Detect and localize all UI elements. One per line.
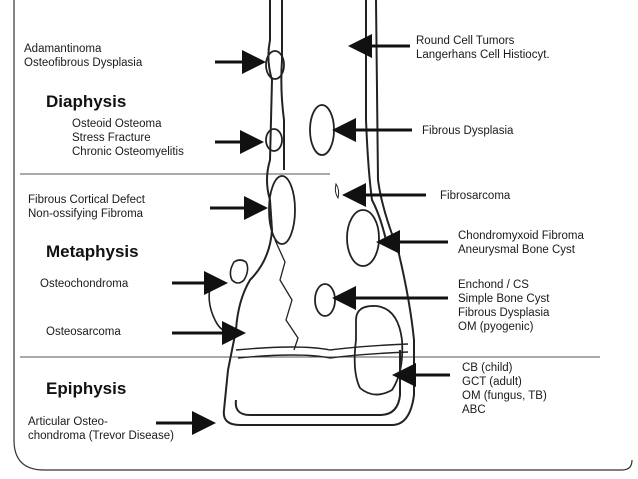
- label-line: chondroma (Trevor Disease): [28, 430, 174, 442]
- lesion-fibrous-dysplasia: [309, 104, 335, 156]
- zone-diaphysis: Diaphysis: [46, 92, 127, 111]
- label-line: Chondromyxoid Fibroma: [458, 230, 584, 242]
- label-fibrosarcoma: Fibrosarcoma: [440, 189, 510, 203]
- frame-border: [13, 0, 633, 471]
- label-line: Enchond / CS: [458, 279, 529, 291]
- label-fibrous-cortical: Fibrous Cortical Defect Non-ossifying Fi…: [28, 193, 145, 221]
- label-line: Articular Osteo-: [28, 416, 108, 428]
- label-line: Osteosarcoma: [46, 326, 121, 338]
- arrows: [156, 34, 450, 435]
- label-line: Simple Bone Cyst: [458, 293, 550, 305]
- label-chondromyxoid: Chondromyxoid Fibroma Aneurysmal Bone Cy…: [458, 229, 584, 257]
- lesion-epiphysis: [353, 305, 404, 396]
- label-line: Osteofibrous Dysplasia: [24, 57, 143, 69]
- label-osteoid: Osteoid Osteoma Stress Fracture Chronic …: [72, 117, 184, 159]
- lesion-enchond: [314, 283, 336, 317]
- lesion-fibrous-cortical: [268, 175, 296, 245]
- label-line: OM (pyogenic): [458, 321, 534, 333]
- label-round-cell: Round Cell Tumors Langerhans Cell Histio…: [416, 34, 550, 62]
- label-line: Fibrosarcoma: [440, 190, 511, 202]
- zone-metaphysis: Metaphysis: [46, 242, 139, 261]
- label-line: Adamantinoma: [24, 43, 102, 55]
- label-line: Aneurysmal Bone Cyst: [458, 244, 575, 256]
- lesion-chondromyxoid: [346, 209, 380, 267]
- label-enchond: Enchond / CS Simple Bone Cyst Fibrous Dy…: [458, 278, 549, 334]
- label-line: Langerhans Cell Histiocyt.: [416, 49, 550, 61]
- lesions: [265, 50, 404, 396]
- label-fibrous-dysplasia: Fibrous Dysplasia: [422, 124, 513, 138]
- bone-outline: [208, 0, 415, 426]
- label-line: OM (fungus, TB): [462, 390, 547, 402]
- label-articular: Articular Osteo- chondroma (Trevor Disea…: [28, 415, 174, 443]
- label-line: Fibrous Cortical Defect: [28, 194, 145, 206]
- label-line: Fibrous Dysplasia: [458, 307, 550, 319]
- label-osteochondroma: Osteochondroma: [40, 277, 128, 291]
- label-adamantinoma: Adamantinoma Osteofibrous Dysplasia: [24, 42, 142, 70]
- label-line: Non-ossifying Fibroma: [28, 208, 144, 220]
- zone-epiphysis: Epiphysis: [46, 379, 127, 398]
- label-osteosarcoma: Osteosarcoma: [46, 325, 121, 339]
- label-line: Osteoid Osteoma: [72, 118, 162, 130]
- label-line: CB (child): [462, 362, 513, 374]
- label-cb: CB (child) GCT (adult) OM (fungus, TB) A…: [462, 361, 547, 417]
- label-line: Stress Fracture: [72, 132, 151, 144]
- label-line: Chronic Osteomyelitis: [72, 146, 184, 158]
- lesion-adamantinoma: [265, 50, 285, 80]
- label-line: ABC: [462, 404, 486, 416]
- lesion-fibrosarcoma: [334, 182, 340, 200]
- lesion-osteoid: [265, 128, 283, 152]
- label-line: Fibrous Dysplasia: [422, 125, 514, 137]
- label-line: GCT (adult): [462, 376, 522, 388]
- label-line: Osteochondroma: [40, 278, 129, 290]
- label-line: Round Cell Tumors: [416, 35, 515, 47]
